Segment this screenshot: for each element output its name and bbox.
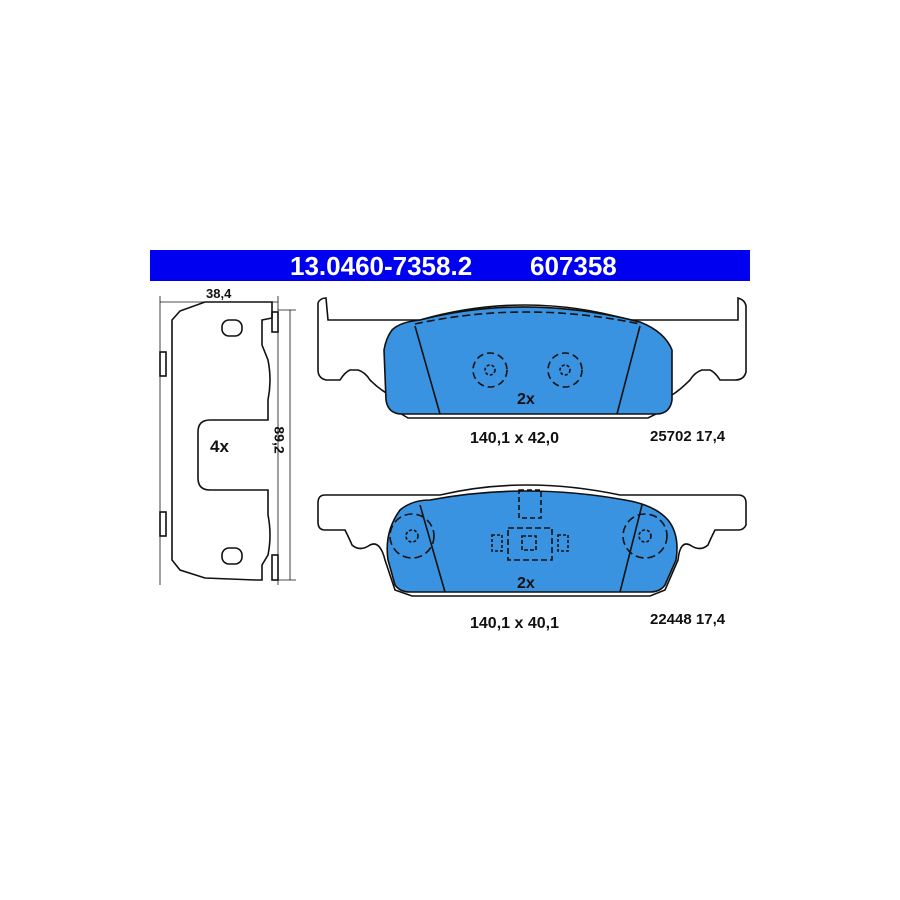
pad-1-code: 25702 17,4 [650,428,726,445]
ref-number: 607358 [530,251,617,281]
pad-2-friction [386,490,678,593]
clip-quantity: 4x [210,437,229,456]
title-banner: 13.0460-7358.2 607358 [150,250,750,281]
pad-2-quantity: 2x [517,575,535,592]
pad-1-dimensions: 140,1 x 42,0 [470,430,559,447]
part-number: 13.0460-7358.2 [290,251,473,281]
clip-width-dimension: 38,4 [206,286,232,301]
clip-height-dimension: 89,2 [271,426,288,454]
pad-1-quantity: 2x [517,391,535,408]
pad-2-dimensions: 140,1 x 40,1 [470,615,559,632]
pad-2-drawing [317,484,747,597]
clip-drawing [159,296,296,585]
pad-1-friction [383,306,673,415]
pad-2-code: 22448 17,4 [650,611,726,628]
pad-1-drawing [317,296,747,419]
